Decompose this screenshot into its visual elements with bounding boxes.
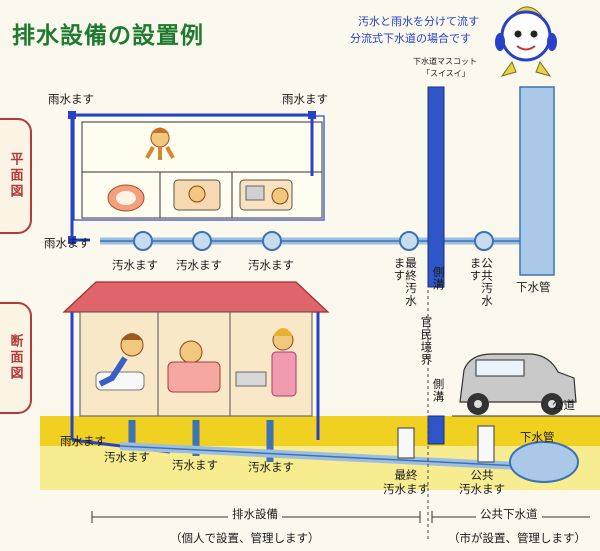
public-sewer-label: 公共下水道 (476, 508, 542, 521)
page-title: 排水設備の設置例 (12, 23, 204, 49)
plan-final-sewage-box (399, 231, 419, 251)
roof (62, 281, 330, 313)
section-rain-box-label: 雨水ます (60, 434, 106, 448)
plan-sewage-box-label-2: 汚水ます (176, 258, 222, 272)
section-public-sewage-box (477, 425, 495, 463)
plan-rain-box-label-left-top: 雨水ます (48, 92, 94, 106)
mascot-caption1: 下水道マスコット (413, 57, 477, 66)
subtitle-line1: 汚水と雨水を分けて流す (358, 15, 479, 28)
section-public-sewage-label: 公共汚水ます (459, 468, 505, 497)
plan-final-sewage-label: 最終汚水ます (392, 257, 419, 307)
car-icon (459, 353, 577, 415)
child-icon (145, 127, 175, 160)
bath-person-icon (167, 340, 221, 393)
section-final-sewage-box (397, 427, 415, 459)
bathtub-icon (107, 184, 145, 212)
toilet-person-icon (95, 333, 145, 391)
public-sewer-note: （市が設置、管理します） (448, 531, 586, 545)
section-sewage-box-label-3: 汚水ます (248, 460, 294, 474)
plan-sewer-pipe-label: 下水管 (516, 280, 551, 294)
plan-sewage-box-label-1: 汚水ます (112, 258, 158, 272)
plan-sewage-box-label-3: 汚水ます (248, 258, 294, 272)
sink-icon (239, 179, 293, 211)
plan-public-sewage-box (474, 231, 494, 251)
ground (40, 416, 600, 446)
plan-sewage-box-3 (262, 231, 282, 251)
mascot-caption2: 「スイスイ」 (422, 69, 470, 78)
toilet-icon (173, 179, 221, 211)
plan-side-ditch (427, 86, 445, 288)
plan-sewage-box-1 (133, 231, 153, 251)
section-sewage-box-label-1: 汚水ます (104, 450, 150, 464)
drainage-note: （個人で設置、管理します） (170, 531, 320, 545)
section-sewer-main (509, 441, 579, 483)
mascot-icon (495, 6, 557, 77)
plan-side-ditch-label: 側溝 (431, 266, 446, 291)
plan-view-label: 平面図 (0, 118, 32, 234)
subtitle-line2: 分流式下水道の場合です (350, 32, 471, 45)
sink-person-icon (235, 328, 297, 397)
section-final-sewage-label: 最終汚水ます (383, 468, 429, 497)
road-label: 公道 (552, 398, 575, 412)
boundary-label: 官民境界 (419, 316, 434, 366)
plan-sewage-box-2 (192, 231, 212, 251)
section-side-ditch (427, 415, 445, 445)
plan-rain-box-label-center: 雨水ます (282, 92, 328, 106)
plan-rain-box-label-left-bottom: 雨水ます (44, 236, 90, 250)
drainage-label: 排水設備 (228, 508, 282, 521)
plan-public-sewage-label: 公共汚水ます (468, 257, 495, 307)
section-sewage-box-label-2: 汚水ます (172, 458, 218, 472)
section-sewer-pipe-label: 下水管 (520, 430, 555, 444)
plan-sewer-main (519, 86, 555, 276)
section-side-ditch-label: 側溝 (431, 378, 446, 403)
section-view-label: 断面図 (0, 302, 32, 414)
